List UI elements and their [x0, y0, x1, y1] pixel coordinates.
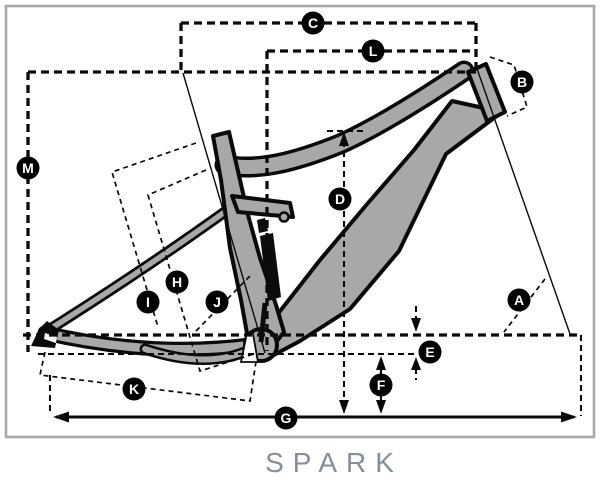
seat-tower: [211, 130, 286, 352]
head-tube: [466, 62, 507, 123]
g-left-arrow: [53, 411, 69, 423]
label-h-text: H: [172, 274, 182, 290]
label-f: F: [369, 373, 393, 397]
d-bottom-arrow: [339, 400, 349, 414]
dimension-lines: [23, 21, 583, 423]
label-k: K: [122, 377, 146, 401]
label-h: H: [165, 270, 189, 294]
f-down-arrow: [376, 400, 386, 414]
label-l: L: [361, 39, 385, 63]
e-down-arrow: [411, 318, 421, 332]
e-up-arrow: [411, 357, 421, 370]
d-top-arrow: [339, 132, 349, 146]
label-e: E: [418, 340, 442, 364]
shock-top: [257, 218, 268, 233]
label-b-text: B: [517, 74, 527, 90]
label-c-text: C: [308, 15, 318, 31]
dim-a-line: [503, 278, 546, 333]
dropout-slot: [44, 333, 57, 343]
model-name: SPARK: [265, 447, 403, 478]
label-e-text: E: [425, 344, 434, 360]
label-i-text: I: [146, 294, 150, 310]
label-m-text: M: [22, 160, 34, 176]
dim-i-rect: [110, 142, 197, 328]
rocker-link: [230, 194, 295, 219]
label-f-text: F: [377, 377, 386, 393]
label-a: A: [507, 288, 531, 312]
f-up-arrow: [376, 356, 386, 370]
head-tube-axis: [474, 62, 571, 335]
label-g-text: G: [281, 410, 292, 426]
label-a-text: A: [514, 292, 524, 308]
label-j-text: J: [213, 294, 221, 310]
label-k-text: K: [129, 381, 139, 397]
label-d-text: D: [335, 191, 345, 207]
pivot-ring: [278, 211, 290, 223]
down-tube: [257, 99, 504, 359]
g-right-arrow: [561, 411, 577, 423]
label-l-text: L: [369, 43, 378, 59]
dimension-labels: A B C D E F G H I J K L: [16, 11, 534, 430]
label-j: J: [205, 290, 229, 314]
label-i: I: [136, 290, 160, 314]
label-c: C: [301, 11, 325, 35]
label-b: B: [510, 70, 534, 94]
rear-shock: [260, 233, 281, 301]
label-d: D: [328, 187, 352, 211]
label-m: M: [16, 156, 40, 180]
seat-tube-axis: [182, 72, 266, 354]
label-g: G: [274, 406, 298, 430]
diagram-border: [4, 4, 596, 439]
